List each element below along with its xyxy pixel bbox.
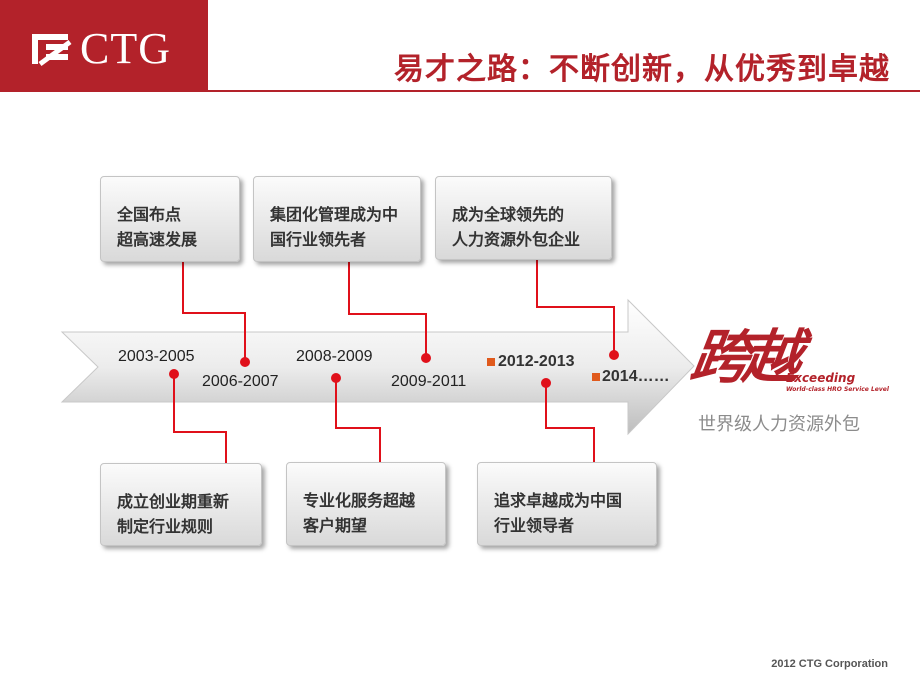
- marker-square: [487, 358, 495, 366]
- milestone-line: 集团化管理成为中: [270, 205, 399, 224]
- brand-tagline: World-class HRO Service Level: [786, 386, 889, 393]
- milestone-line: 制定行业规则: [117, 517, 214, 536]
- milestone-line: 全国布点: [117, 205, 182, 224]
- year-2012-2013: 2012-2013: [498, 353, 575, 370]
- milestone-box-bottom-2: 专业化服务超越 客户期望: [286, 462, 446, 546]
- year-2014: 2014……: [602, 368, 670, 385]
- milestone-box-top-1: 全国布点 超高速发展: [100, 176, 240, 262]
- brand-subtitle: 世界级人力资源外包: [698, 414, 860, 435]
- milestone-line: 客户期望: [303, 516, 368, 535]
- year-2008-2009: 2008-2009: [296, 348, 373, 365]
- marker-square: [592, 373, 600, 381]
- milestone-line: 人力资源外包企业: [452, 230, 581, 249]
- brand-english: Exceeding: [786, 371, 856, 385]
- milestone-box-top-3: 成为全球领先的 人力资源外包企业: [435, 176, 612, 260]
- year-2009-2011: 2009-2011: [391, 373, 467, 390]
- milestone-box-bottom-3: 追求卓越成为中国 行业领导者: [477, 462, 657, 546]
- milestone-line: 追求卓越成为中国: [494, 491, 623, 510]
- milestone-line: 专业化服务超越: [303, 491, 416, 510]
- ctg-logo-icon: [32, 34, 72, 67]
- connector-lines: [173, 260, 615, 466]
- year-2003-2005: 2003-2005: [118, 348, 195, 365]
- milestone-line: 行业领导者: [494, 516, 575, 535]
- milestone-box-bottom-1: 成立创业期重新 制定行业规则: [100, 463, 262, 546]
- footer-copyright: 2012 CTG Corporation: [771, 658, 888, 670]
- brand-chinese-calligraphy: 跨越: [686, 323, 801, 391]
- header-rule: [208, 90, 920, 92]
- page-title: 易才之路：不断创新，从优秀到卓越: [394, 52, 890, 87]
- timeline-dots: [169, 350, 619, 388]
- milestone-line: 超高速发展: [117, 230, 198, 249]
- logo-text: CTG: [80, 24, 171, 73]
- milestone-line: 成为全球领先的: [452, 205, 565, 224]
- logo-block: CTG: [0, 0, 208, 92]
- milestone-line: 成立创业期重新: [117, 492, 230, 511]
- milestone-line: 国行业领先者: [270, 230, 367, 249]
- year-2006-2007: 2006-2007: [202, 373, 279, 390]
- milestone-box-top-2: 集团化管理成为中 国行业领先者: [253, 176, 421, 262]
